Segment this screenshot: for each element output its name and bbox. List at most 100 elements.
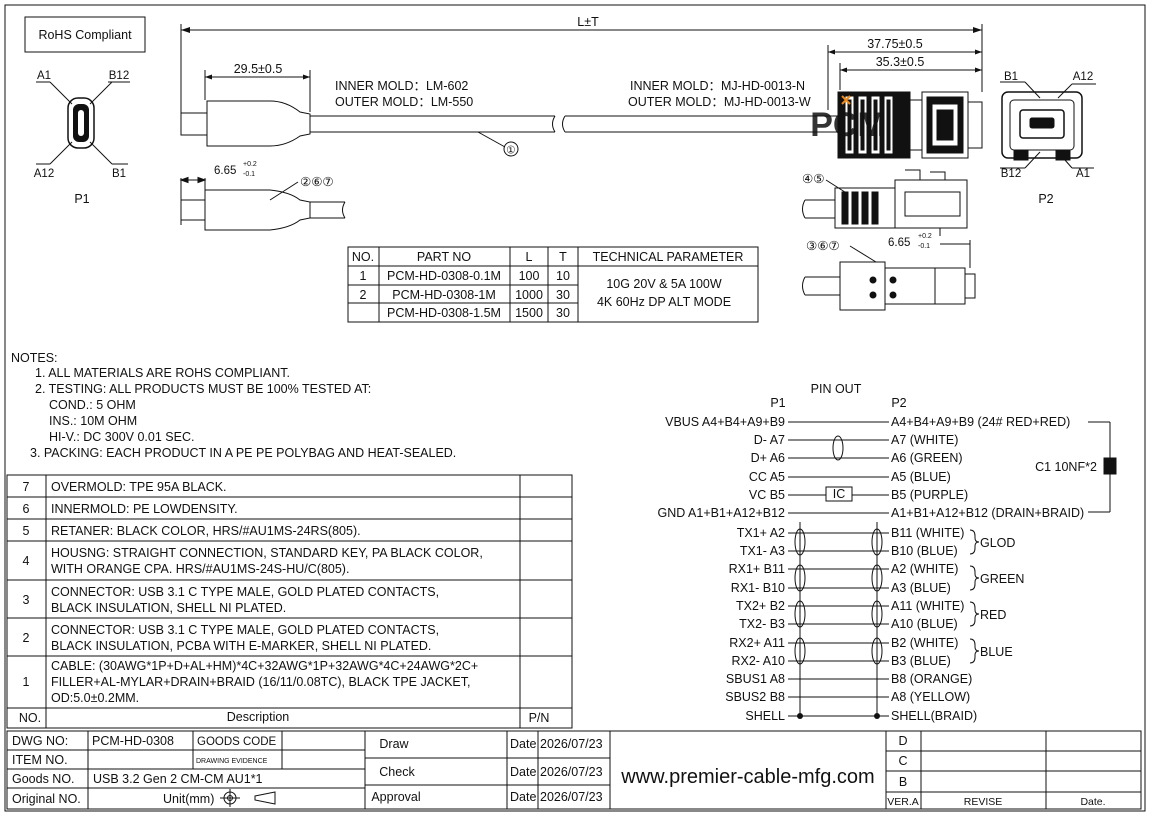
bom-row-7-desc: OVERMOLD: TPE 95A BLACK. [51, 480, 227, 494]
pinout-group-green: GREEN [980, 572, 1024, 586]
tip2-tol-plus: +0.2 [918, 233, 932, 240]
p1-pin-a1: A1 [37, 70, 51, 82]
pinout-p1-label: P1 [770, 396, 785, 410]
p1-pin-b1: B1 [112, 168, 126, 180]
tip1-tol-plus: +0.2 [243, 161, 257, 168]
pinout-row-5-p2: B5 (PURPLE) [891, 488, 968, 502]
part-row-2-t: 30 [556, 288, 570, 302]
tb-website: www.premier-cable-mfg.com [620, 766, 874, 788]
part-row-1-part: PCM-HD-0308-0.1M [387, 269, 501, 283]
p1-label: P1 [74, 192, 89, 206]
bom-row-4-no: 4 [23, 554, 30, 568]
cable-balloon: ① [506, 145, 515, 157]
pinout-row-2-p1: D- A7 [754, 433, 785, 447]
part-row-3-part: PCM-HD-0308-1.5M [387, 306, 501, 320]
bom-row-3-desc-2: BLACK INSULATION, SHELL NI PLATED. [51, 601, 286, 615]
pinout-row-6-p1: GND A1+B1+A12+B12 [657, 506, 785, 520]
tb-approval: Approval [371, 790, 420, 804]
pinout-row-17-p1: SHELL [745, 709, 785, 723]
pinout-row-6-p2: A1+B1+A12+B12 (DRAIN+BRAID) [891, 506, 1084, 520]
part-table-header-no: NO. [352, 250, 374, 264]
tb-goods-no-label: Goods NO. [12, 772, 75, 786]
pinout-row-13-p2: B2 (WHITE) [891, 636, 958, 650]
tb-rev-b: B [899, 775, 907, 789]
tip1-tol-minus: -0.1 [243, 171, 255, 178]
bom-row-6-no: 6 [23, 502, 30, 516]
pinout-row-16-p1: SBUS2 B8 [725, 690, 785, 704]
p1-side-view [180, 100, 838, 147]
part-table [347, 246, 759, 323]
part-row-1-l: 100 [519, 269, 540, 283]
tb-dwg-no: PCM-HD-0308 [92, 734, 174, 748]
pinout-row-2-p2: A7 (WHITE) [891, 433, 958, 447]
pinout-row-13-p1: RX2+ A11 [729, 636, 785, 650]
tb-original-label: Original NO. [12, 792, 81, 806]
part-row-3-l: 1500 [515, 306, 543, 320]
bom-row-5-no: 5 [23, 524, 30, 538]
tb-unit: Unit(mm) [163, 792, 214, 806]
pinout-row-1-p2: A4+B4+A9+B9 (24# RED+RED) [891, 415, 1070, 429]
tb-date-2: 2026/07/23 [540, 765, 603, 779]
bom-footer-description: Description [227, 710, 290, 724]
p2-parts-balloon-b: ③⑥⑦ [806, 239, 840, 253]
p2-pin-a12: A12 [1073, 71, 1093, 83]
pinout-row-3-p1: D+ A6 [751, 451, 785, 465]
bom-row-7-no: 7 [23, 480, 30, 494]
note-3: 3. PACKING: EACH PRODUCT IN A PE PE POLY… [30, 446, 456, 460]
pinout-row-9-p2: A2 (WHITE) [891, 562, 958, 576]
pinout-row-16-p2: A8 (YELLOW) [891, 690, 970, 704]
pinout-row-4-p1: CC A5 [749, 470, 785, 484]
p2-pin-a1: A1 [1076, 168, 1090, 180]
projection-symbol-icon [220, 789, 276, 807]
note-1: 1. ALL MATERIALS ARE ROHS COMPLIANT. [35, 366, 290, 380]
part-row-1-t: 10 [556, 269, 570, 283]
tb-item-no-label: ITEM NO. [12, 753, 68, 767]
bom-row-5-desc: RETANER: BLACK COLOR, HRS/#AU1MS-24RS(80… [51, 524, 361, 538]
note-2-ins: INS.: 10M OHM [49, 414, 137, 428]
tb-revise: REVISE [964, 796, 1003, 808]
part-row-2-l: 1000 [515, 288, 543, 302]
pinout-row-8-p2: B10 (BLUE) [891, 544, 958, 558]
pinout-row-12-p1: TX2- B3 [739, 617, 785, 631]
pinout-group-blue: BLUE [980, 645, 1013, 659]
pinout-p2-label: P2 [891, 396, 906, 410]
p2-bottom-view [802, 240, 976, 311]
p2-side-view [837, 91, 983, 159]
p1-pin-a12: A12 [34, 168, 54, 180]
pinout-row-7-p2: B11 (WHITE) [891, 526, 964, 540]
pinout-decorations [794, 421, 1117, 716]
pinout-row-15-p1: SBUS1 A8 [726, 672, 785, 686]
p1-tip-detail [179, 176, 346, 231]
bom-row-1-no: 1 [23, 675, 30, 689]
tb-rdate: Date. [1080, 796, 1105, 808]
pinout-row-14-p2: B3 (BLUE) [891, 654, 951, 668]
bom-footer-no: NO. [19, 711, 41, 725]
note-2-cond: COND.: 5 OHM [49, 398, 136, 412]
tb-date-label-3: Date [510, 790, 536, 804]
bom-row-4-desc-2: WITH ORANGE CPA. HRS/#AU1MS-24S-HU/C(805… [51, 562, 349, 576]
left-outer-mold: OUTER MOLD：LM-550 [335, 95, 473, 109]
right-inner-mold: INNER MOLD：MJ-HD-0013-N [630, 79, 805, 93]
tech-param-line2: 4K 60Hz DP ALT MODE [597, 295, 731, 309]
pinout-row-11-p1: TX2+ B2 [736, 599, 785, 613]
overall-length-label: L±T [577, 15, 599, 29]
pinout-capacitor: C1 10NF*2 [1035, 460, 1097, 474]
tech-param-line1: 10G 20V & 5A 100W [606, 277, 722, 291]
title-block-grid [6, 730, 1142, 810]
p2-pin-b1: B1 [1004, 71, 1018, 83]
tb-rev-d: D [898, 734, 907, 748]
bom-row-2-desc-2: BLACK INSULATION, PCBA WITH E-MARKER, SH… [51, 639, 431, 653]
tb-dwg-no-label: DWG NO: [12, 734, 68, 748]
tb-date-label-1: Date [510, 737, 536, 751]
p1-parts-balloon: ②⑥⑦ [300, 175, 334, 189]
drawing-border [4, 4, 1146, 812]
pinout-row-15-p2: B8 (ORANGE) [891, 672, 972, 686]
p1-pin-b12: B12 [109, 70, 129, 82]
bom-footer-pn: P/N [529, 711, 550, 725]
bom-row-1-desc-1: CABLE: (30AWG*1P+D+AL+HM)*4C+32AWG*1P+32… [51, 659, 478, 673]
tip2-tol-minus: -0.1 [918, 243, 930, 250]
tb-date-1: 2026/07/23 [540, 737, 603, 751]
pinout-row-10-p2: A3 (BLUE) [891, 581, 951, 595]
bom-row-2-no: 2 [23, 631, 30, 645]
note-2: 2. TESTING: ALL PRODUCTS MUST BE 100% TE… [35, 382, 371, 396]
